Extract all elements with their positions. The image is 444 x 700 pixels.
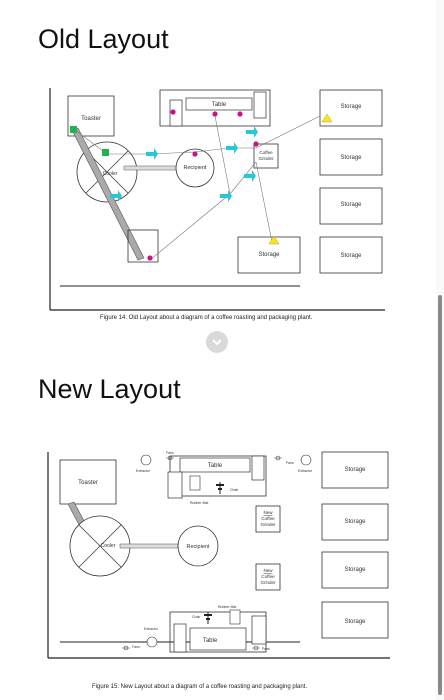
storage-box-5 — [237, 236, 301, 274]
fans-label-3: Fans — [132, 645, 140, 649]
storage-label-1: Storage — [340, 104, 362, 110]
chair-icon — [216, 482, 224, 494]
new-grinder-2-label-coffee: Coffee — [261, 574, 275, 579]
fans-label-2: Fans — [286, 461, 294, 465]
storage-label-3: Storage — [340, 202, 362, 208]
storage-label-4: Storage — [340, 253, 362, 259]
new-layout-caption: Figure 15: New Layout about a diagram of… — [92, 684, 308, 690]
storage-label-4: Storage — [344, 619, 366, 625]
storage-box-4 — [319, 236, 383, 274]
storage-label-3: Storage — [344, 567, 366, 573]
rubber-mat-label-top: Rubber Mat — [190, 501, 208, 505]
new-grinder-2-label-new: New — [263, 568, 273, 573]
cooler-label: Cooler — [103, 171, 118, 177]
table-label: Table — [212, 102, 227, 108]
recipient-circle — [177, 525, 219, 567]
rubber-mat-label-bottom: Rubber Mat — [218, 605, 236, 609]
chair-icon — [204, 612, 212, 624]
chevron-down-icon — [212, 339, 222, 346]
old-layout-diagram: Toaster Cooler Recipient Table Coffee Gr… — [49, 88, 385, 311]
new-layout-diagram: Toaster Cooler Recipient Table Chair Rub… — [47, 451, 390, 659]
fan-icon — [252, 645, 260, 651]
svg-text:Coffee: Coffee — [259, 150, 273, 155]
toaster-box — [59, 459, 117, 505]
extractor-icon — [300, 454, 312, 466]
old-layout-caption: Figure 14: Old Layout about a diagram of… — [100, 315, 313, 321]
new-layout-heading: New Layout — [38, 374, 181, 404]
recipient-circle — [175, 148, 215, 188]
new-coffee-grinder-1 — [255, 505, 281, 533]
storage-box-2 — [319, 138, 383, 176]
extractor-label-1: Extractor — [136, 469, 151, 473]
fan-icon — [166, 455, 174, 461]
chair-label-top: Chair — [230, 488, 239, 492]
storage-box-3 — [319, 187, 383, 225]
fan-icon — [122, 645, 130, 651]
fans-label-4: Fans — [262, 647, 270, 651]
toaster-label: Toaster — [78, 480, 98, 486]
fan-icon — [274, 455, 282, 461]
recipient-label: Recipient — [184, 165, 207, 171]
storage-label-2: Storage — [340, 155, 362, 161]
new-grinder-1-label-grinder: Grinder — [260, 522, 276, 527]
table-box — [185, 97, 253, 111]
cooler-label: Cooler — [101, 543, 116, 549]
new-coffee-grinder-2 — [255, 563, 281, 591]
new-grinder-1-label-new: New — [263, 510, 273, 515]
scroll-down-button[interactable] — [206, 331, 228, 353]
toaster-label: Toaster — [81, 116, 101, 122]
extractor-icon — [140, 454, 152, 466]
chair-label-bottom: Chair — [192, 615, 201, 619]
table-box-bottom — [189, 627, 247, 651]
storage-label-1: Storage — [344, 467, 366, 473]
storage-box-1 — [321, 451, 389, 489]
extractor-label-3: Extractor — [144, 627, 159, 631]
storage-box-4 — [321, 601, 389, 639]
table-box-top — [179, 457, 251, 473]
storage-box-3 — [321, 551, 389, 589]
svg-text:Grinder: Grinder — [258, 156, 274, 161]
coffee-grinder-box — [253, 143, 279, 169]
old-layout-heading: Old Layout — [38, 24, 169, 54]
scrollbar-thumb[interactable] — [438, 295, 442, 695]
extractor-label-2: Extractor — [298, 469, 313, 473]
table-label-bottom: Table — [203, 638, 218, 644]
recipient-label: Recipient — [187, 544, 210, 550]
extractor-icon — [146, 636, 158, 648]
storage-label-2: Storage — [344, 519, 366, 525]
storage-label-5: Storage — [258, 252, 280, 258]
new-grinder-1-label-coffee: Coffee — [261, 516, 275, 521]
fans-label-1: Fans — [166, 451, 174, 455]
new-grinder-2-label-grinder: Grinder — [260, 580, 276, 585]
table-label-top: Table — [208, 463, 223, 469]
storage-box-2 — [321, 503, 389, 541]
